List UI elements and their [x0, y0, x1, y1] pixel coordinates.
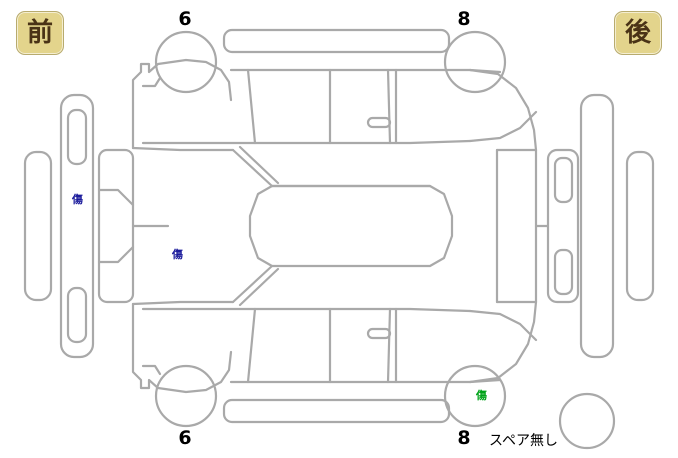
damage-mark-hood: 傷 [172, 248, 183, 261]
front-grille-panel [97, 148, 135, 304]
tread-depth-rear-left: 8 [457, 8, 471, 30]
rocker-panel-top [222, 28, 451, 54]
mirror-right [366, 327, 392, 340]
body-side-rail-top [229, 68, 502, 74]
rocker-line-bottom [141, 307, 472, 313]
rear-outer-panel [625, 150, 655, 302]
body-side-rail-bottom [229, 378, 502, 384]
rear-lamp-upper [553, 156, 574, 204]
tread-depth-rear-right: 8 [457, 427, 471, 449]
front-fender-bottom-upper-edge [131, 300, 235, 306]
mirror-left [366, 116, 392, 129]
front-fender-top [131, 58, 233, 150]
rear-quarter-bottom-inner [468, 309, 538, 342]
c-pillar-bottom [386, 307, 392, 384]
damage-mark-rear-right-wheel: 傷 [476, 389, 487, 402]
c-pillar-top [386, 68, 392, 145]
rear-orientation-badge: 後 [614, 11, 662, 55]
wheel-front-left [154, 30, 218, 94]
front-bumper-bar [59, 93, 95, 359]
front-lamp-upper [66, 108, 88, 166]
front-wheelarch-bottom [141, 364, 162, 376]
roof-outline [248, 184, 454, 268]
front-fender-top-lower-edge [131, 146, 235, 152]
front-outer-panel [23, 150, 53, 302]
front-orientation-badge: 前 [16, 11, 64, 55]
rocker-line-top [141, 139, 472, 145]
damage-mark-front-bumper: 傷 [72, 193, 83, 206]
spare-tire-circle [558, 392, 616, 450]
rear-quarter-top [468, 68, 538, 152]
tread-depth-front-left: 6 [178, 8, 192, 30]
rear-quarter-top-inner [468, 110, 538, 143]
door-line-front-top [246, 68, 257, 145]
a-pillar-bottom [231, 264, 274, 304]
a-pillar-top-2 [238, 145, 280, 185]
wheel-rear-right [443, 364, 507, 428]
front-wheelarch-top [141, 76, 162, 88]
front-lamp-lower [66, 286, 88, 344]
rear-quarter-bottom [468, 300, 538, 384]
tread-depth-front-right: 6 [178, 427, 192, 449]
front-grille-lower-split [97, 245, 135, 264]
wheel-rear-left [443, 30, 507, 94]
front-fender-bottom [131, 302, 233, 394]
spare-tire-label: スペア無し [489, 433, 559, 449]
rear-bumper-bar [579, 93, 615, 359]
rocker-panel-bottom [222, 398, 451, 424]
rear-lamp-lower [553, 248, 574, 296]
a-pillar-top [231, 148, 274, 188]
front-grille-upper-split [97, 188, 135, 207]
rear-tail-panel [546, 148, 580, 304]
door-line-front-bottom [246, 307, 257, 384]
wheel-front-right [154, 364, 218, 428]
a-pillar-bottom-2 [238, 267, 280, 307]
